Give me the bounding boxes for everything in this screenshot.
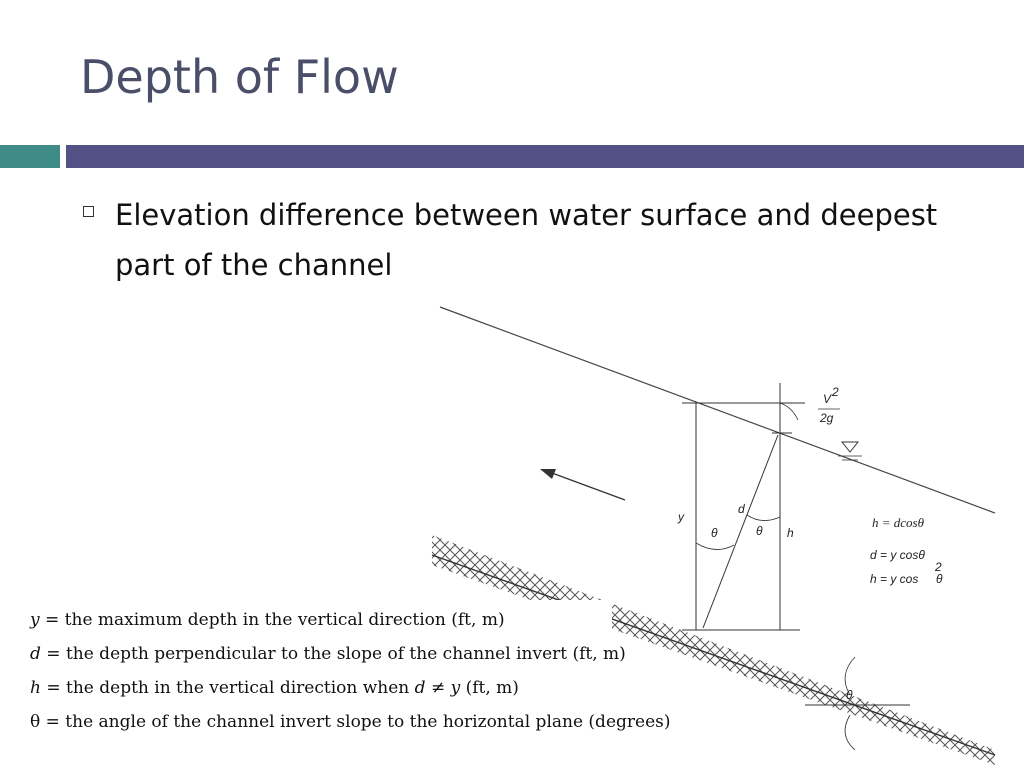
svg-text:θ: θ <box>711 526 718 540</box>
bullet-text: Elevation difference between water surfa… <box>115 198 938 282</box>
equation-h-dcos: h = dcosθ <box>872 515 925 530</box>
definition-theta: θ = the angle of the channel invert slop… <box>30 712 671 732</box>
water-surface-line <box>439 306 996 514</box>
channel-invert-line <box>431 554 996 756</box>
svg-text:θ: θ <box>756 524 763 538</box>
bullet-square-icon <box>83 206 94 217</box>
svg-text:θ: θ <box>846 688 853 702</box>
accent-bar-purple <box>66 145 1024 168</box>
svg-text:θ: θ <box>936 572 943 586</box>
svg-text:2: 2 <box>831 385 839 399</box>
equation-h-ycos2: h = y cos <box>870 572 918 586</box>
definition-d: d = the depth perpendicular to the slope… <box>30 644 626 664</box>
definitions-box: y = the maximum depth in the vertical di… <box>22 600 671 750</box>
flow-arrow-shaft <box>551 472 626 501</box>
slide-title: Depth of Flow <box>80 50 399 104</box>
flow-depth-diagram: V 2 2g y d h θ θ h = dcosθ d = y cosθ h … <box>431 306 996 765</box>
flow-arrow-head <box>540 469 556 479</box>
svg-text:d: d <box>738 502 745 516</box>
svg-text:2: 2 <box>934 560 942 574</box>
svg-text:V: V <box>823 392 832 406</box>
svg-text:2g: 2g <box>819 411 834 425</box>
svg-text:y: y <box>677 510 685 524</box>
depth-d-line <box>702 434 779 629</box>
definition-h: h = the depth in the vertical direction … <box>30 678 519 698</box>
accent-bar-teal <box>0 145 60 168</box>
definition-y: y = the maximum depth in the vertical di… <box>30 610 505 630</box>
svg-text:h: h <box>787 526 794 540</box>
channel-bed-hatch <box>432 535 995 765</box>
water-surface-icon <box>840 441 860 453</box>
equation-d-ycos: d = y cosθ <box>870 548 925 562</box>
